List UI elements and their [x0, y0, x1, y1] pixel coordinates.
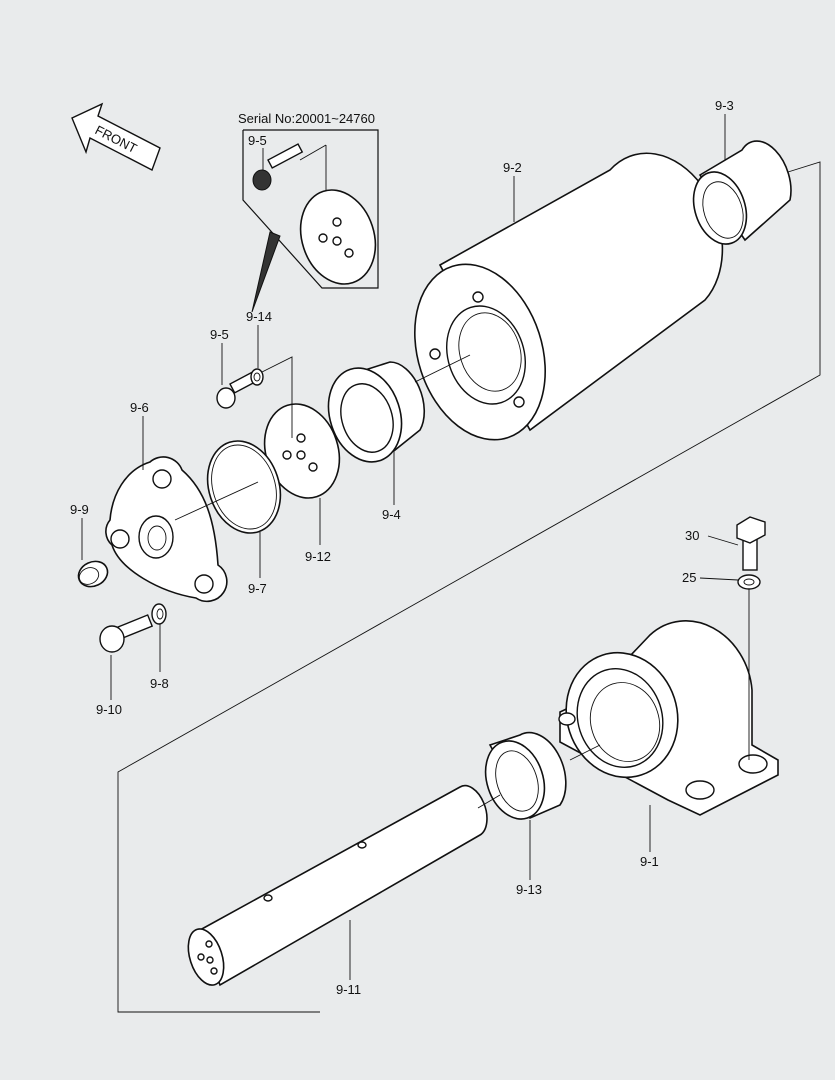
part-30-bolt [736, 516, 766, 571]
label-9-5-inset: 9-5 [248, 133, 267, 148]
part-9-10-bolt [99, 614, 154, 653]
label-30: 30 [685, 528, 699, 543]
label-9-9: 9-9 [70, 502, 89, 517]
label-9-4: 9-4 [382, 507, 401, 522]
part-9-13-seal-ring [484, 731, 567, 820]
part-9-7-o-ring [206, 440, 282, 534]
leader-lines [81, 114, 739, 980]
part-9-4-flanged-bushing [327, 361, 426, 463]
assembly-frame [117, 161, 821, 1013]
part-9-2-cylinder [414, 152, 724, 441]
label-9-1: 9-1 [640, 854, 659, 869]
label-9-13: 9-13 [516, 882, 542, 897]
part-9-14-washer [250, 368, 264, 386]
serial-note: Serial No:20001~24760 [238, 111, 375, 126]
part-9-6-cover [105, 456, 228, 603]
label-9-11: 9-11 [336, 982, 361, 997]
part-9-3-bushing [692, 140, 792, 245]
label-25: 25 [682, 570, 696, 585]
part-labels: 9-2 9-3 9-5 9-14 9-5 9-6 9-4 9-9 9-12 9-… [70, 98, 734, 997]
part-9-8-washer [151, 603, 167, 625]
inset-plate [299, 189, 377, 285]
label-9-7: 9-7 [248, 581, 267, 596]
label-9-12: 9-12 [305, 549, 331, 564]
label-9-8: 9-8 [150, 676, 169, 691]
serial-inset: Serial No:20001~24760 [238, 111, 379, 313]
label-9-5: 9-5 [210, 327, 229, 342]
inset-socket-bolt [252, 143, 304, 191]
label-9-3: 9-3 [715, 98, 734, 113]
part-9-9-plug [77, 560, 109, 588]
label-9-2: 9-2 [503, 160, 522, 175]
part-9-11-shaft [187, 784, 488, 987]
part-9-1-bracket [558, 620, 779, 816]
label-9-6: 9-6 [130, 400, 149, 415]
front-arrow: FRONT [71, 102, 161, 171]
label-9-14: 9-14 [246, 309, 272, 324]
label-9-10: 9-10 [96, 702, 122, 717]
part-25-washer [737, 574, 761, 590]
